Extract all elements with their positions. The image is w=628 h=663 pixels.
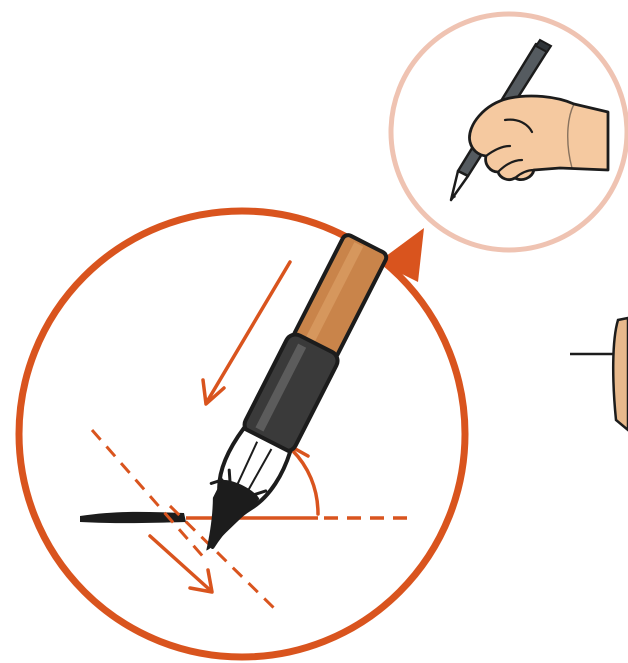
hand-icon [469,96,608,180]
diagonal-guide-line-1 [92,430,206,560]
edge-object [570,318,628,430]
inset-illustration [391,14,627,250]
main-illustration [19,211,465,657]
diagonal-arrow-icon [150,536,212,592]
